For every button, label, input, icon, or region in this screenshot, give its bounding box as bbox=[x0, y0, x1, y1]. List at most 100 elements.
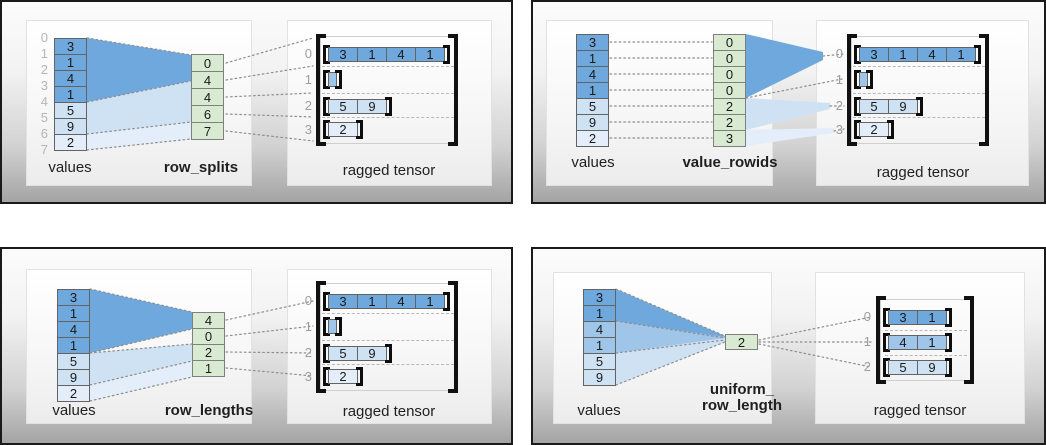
method-label: value_rowids bbox=[682, 154, 778, 171]
value-index: 7 bbox=[40, 142, 48, 157]
row-bracket-right-icon bbox=[887, 120, 894, 139]
tensor-row: 5 9 bbox=[854, 97, 923, 116]
tensor-row: 2 bbox=[323, 120, 363, 139]
tensor-cell: 5 bbox=[328, 99, 358, 114]
tensor-cell: 9 bbox=[357, 346, 387, 361]
dotted-row-links bbox=[745, 53, 845, 132]
value-cell: 3 bbox=[583, 289, 616, 306]
tensor-row: 2 bbox=[854, 120, 894, 139]
value-cell: 3 bbox=[57, 289, 90, 306]
value-index: 4 bbox=[40, 94, 48, 109]
row-index: 2 bbox=[835, 98, 843, 113]
tensor-cell: 9 bbox=[357, 99, 387, 114]
row-bracket-left-icon bbox=[323, 45, 330, 64]
row-index: 0 bbox=[863, 309, 871, 324]
value-cell: 5 bbox=[583, 353, 616, 370]
dotted-row-links bbox=[758, 316, 872, 368]
tensor-cell: 9 bbox=[888, 99, 918, 114]
row-bracket-left-icon bbox=[323, 317, 330, 336]
values-caption: values bbox=[571, 154, 615, 171]
value-cell: 1 bbox=[583, 305, 616, 322]
value-cell: 3 bbox=[54, 38, 87, 55]
values-column: 3 1 4 1 5 9 2 bbox=[54, 38, 87, 151]
row-separator bbox=[853, 66, 985, 67]
value-cell: 2 bbox=[576, 130, 609, 147]
tensor-row: 5 9 bbox=[883, 358, 952, 377]
value-cell: 3 bbox=[576, 34, 609, 51]
uniform-row-length-cell: 2 bbox=[725, 334, 758, 350]
fan-dark bbox=[616, 289, 725, 340]
tensor-caption: ragged tensor bbox=[873, 402, 967, 419]
tensor-cell: 1 bbox=[357, 47, 387, 62]
tensor-caption: ragged tensor bbox=[876, 164, 970, 181]
row-index: 3 bbox=[835, 122, 843, 137]
quadrant-value-rowids: 3 1 4 1 5 9 2 0 0 0 0 2 2 3 values value… bbox=[531, 0, 1046, 204]
row-index: 0 bbox=[304, 293, 312, 308]
method-label-line2: row_length bbox=[701, 397, 782, 414]
row-bracket-right-icon bbox=[356, 367, 363, 386]
value-cell: 1 bbox=[54, 54, 87, 71]
value-cell: 5 bbox=[57, 353, 90, 370]
fan-lighter bbox=[87, 122, 191, 150]
row-bracket-right-icon bbox=[385, 344, 392, 363]
row-separator bbox=[322, 93, 454, 94]
param-cell: 0 bbox=[713, 82, 746, 99]
values-column: 3 1 4 1 5 9 2 bbox=[57, 289, 90, 402]
right-bracket-icon bbox=[979, 34, 989, 146]
right-bracket-icon bbox=[448, 281, 458, 393]
param-cell: 2 bbox=[713, 98, 746, 115]
values-caption: values bbox=[577, 402, 621, 419]
value-cell: 1 bbox=[54, 86, 87, 103]
tensor-row-empty bbox=[323, 317, 342, 336]
value-cell: 1 bbox=[576, 50, 609, 67]
param-cell: 2 bbox=[725, 334, 758, 350]
row-separator bbox=[853, 93, 985, 94]
tensor-row-empty bbox=[854, 70, 873, 89]
dotted-fan-edges bbox=[615, 288, 726, 386]
row-bracket-left-icon bbox=[323, 292, 330, 311]
row-separator bbox=[885, 355, 967, 356]
row-bracket-left-icon bbox=[854, 120, 861, 139]
row-bracket-right-icon bbox=[385, 97, 392, 116]
param-cell: 7 bbox=[191, 122, 224, 140]
connector-graphics bbox=[89, 288, 314, 402]
quadrant-uniform-row-length: 3 1 4 1 5 9 2 values uniform_ row_length… bbox=[531, 247, 1046, 445]
connector-graphics bbox=[615, 288, 872, 386]
value-cell: 5 bbox=[576, 98, 609, 115]
param-cell: 0 bbox=[192, 328, 225, 345]
tensor-cell: 4 bbox=[888, 335, 918, 350]
row-index: 1 bbox=[304, 72, 312, 87]
row-bracket-left-icon bbox=[883, 358, 890, 377]
tensor-cell: 1 bbox=[357, 294, 387, 309]
tensor-cell: 5 bbox=[328, 346, 358, 361]
value-cell: 1 bbox=[576, 82, 609, 99]
dotted-split-links bbox=[225, 37, 314, 142]
tensor-cell: 4 bbox=[917, 47, 947, 62]
value-index: 0 bbox=[40, 30, 48, 45]
param-cell: 0 bbox=[191, 54, 224, 72]
row-bracket-right-icon bbox=[443, 45, 450, 64]
value-cell: 1 bbox=[57, 305, 90, 322]
row-bracket-left-icon bbox=[323, 120, 330, 139]
row-index: 1 bbox=[835, 72, 843, 87]
fan-mid bbox=[616, 321, 725, 353]
connector-graphics bbox=[86, 37, 314, 151]
row-index: 3 bbox=[304, 369, 312, 384]
tensor-cell: 3 bbox=[888, 310, 918, 325]
row-bracket-right-icon bbox=[335, 70, 342, 89]
values-column: 3 1 4 1 5 9 2 bbox=[576, 34, 609, 147]
tensor-row: 3 1 4 1 bbox=[323, 45, 450, 64]
connector-graphics bbox=[609, 34, 845, 146]
dotted-fan-edges bbox=[86, 37, 192, 151]
row-separator bbox=[322, 364, 454, 365]
row-bracket-left-icon bbox=[883, 333, 890, 352]
value-index: 3 bbox=[40, 78, 48, 93]
value-cell: 2 bbox=[54, 134, 87, 151]
value-cell: 1 bbox=[57, 337, 90, 354]
left-bracket-icon bbox=[316, 281, 326, 393]
tensor-cell: 2 bbox=[328, 369, 358, 384]
row-bracket-left-icon bbox=[854, 70, 861, 89]
fan-dark bbox=[746, 34, 823, 98]
row-index: 1 bbox=[304, 319, 312, 334]
